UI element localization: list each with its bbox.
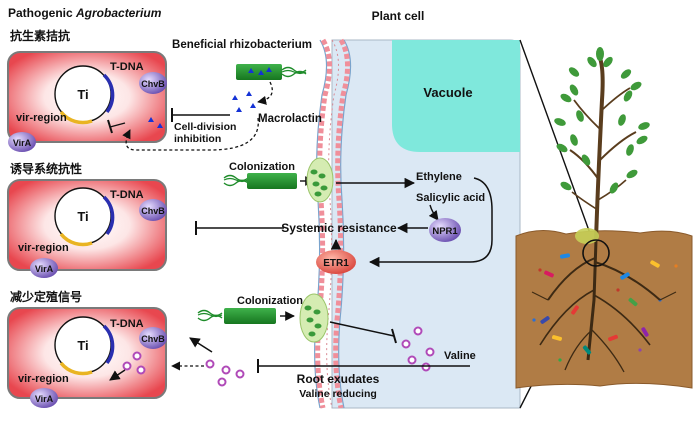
svg-text:VirA: VirA <box>35 264 54 274</box>
salicylic-label: Salicylic acid <box>416 192 485 204</box>
ethylene-etr1-arrow <box>368 177 493 268</box>
vira-protein-1 <box>8 132 36 152</box>
svg-text:VirA: VirA <box>13 138 32 148</box>
macrolactin-entry-arrow <box>122 117 259 151</box>
vacuole: Vacuole <box>392 40 520 152</box>
right-title: Plant cell <box>372 9 425 23</box>
svg-text:Ti: Ti <box>77 87 88 102</box>
tdna-segment-1 <box>102 73 115 114</box>
chvb-protein-1 <box>139 72 167 94</box>
soil-block <box>515 230 693 389</box>
colonization-site-2 <box>299 293 329 343</box>
valine-molecule <box>136 365 146 375</box>
chvb-protein-3 <box>139 327 167 349</box>
valine-molecule <box>122 361 132 371</box>
valine-label: Valine <box>444 350 476 362</box>
agrobacterium-cell-3: Ti T-DNA vir-region ChvB VirA <box>7 307 167 408</box>
panel-heading-3: 减少定殖信号 <box>10 289 82 304</box>
svg-text:vir-region: vir-region <box>18 373 69 385</box>
vacuole-label: Vacuole <box>423 85 472 100</box>
rhizobacterium-2 <box>223 173 297 189</box>
svg-text:Ti: Ti <box>77 338 88 353</box>
colonization-label-2: Colonization <box>237 295 303 307</box>
colonization-site-1 <box>306 157 334 203</box>
vir-segment-2 <box>59 232 93 247</box>
svg-text:T-DNA: T-DNA <box>110 318 144 330</box>
svg-text:T-DNA: T-DNA <box>110 61 144 73</box>
macrolactin-molecules <box>148 91 256 128</box>
svg-text:NPR1: NPR1 <box>432 226 458 237</box>
left-title: Pathogenic Agrobacterium <box>8 6 162 20</box>
etr1-receptor <box>316 250 356 274</box>
npr1-protein <box>429 218 461 242</box>
vira-protein-3 <box>30 388 58 408</box>
svg-text:vir-region: vir-region <box>18 242 69 254</box>
panel-heading-2: 诱导系统抗性 <box>10 161 82 176</box>
rhizobacterium-3 <box>197 308 276 324</box>
zoom-circle <box>582 239 610 267</box>
svg-text:ETR1: ETR1 <box>323 258 349 269</box>
svg-text:ChvB: ChvB <box>141 334 165 344</box>
beneficial-label: Beneficial rhizobacterium <box>172 39 312 51</box>
vira-protein-2 <box>30 258 58 278</box>
rhizobacterium-1 <box>236 64 307 80</box>
svg-text:ChvB: ChvB <box>141 206 165 216</box>
plant-leaves <box>554 47 650 194</box>
chvb-protein-2 <box>139 199 167 221</box>
soil-bacteria <box>540 253 660 355</box>
celldiv-label-2: inhibition <box>174 133 221 145</box>
macrolactin-label: Macrolactin <box>258 113 322 125</box>
panel-heading-1: 抗生素拮抗 <box>10 28 70 43</box>
agrobacterium-cell-1: Ti T-DNA vir-region ChvB VirA <box>7 51 167 152</box>
svg-text:T-DNA: T-DNA <box>110 189 144 201</box>
systemic-resistance-label: Systemic resistance <box>281 221 397 235</box>
valine-reducing-label: Valine reducing <box>299 388 377 400</box>
svg-text:ChvB: ChvB <box>141 79 165 89</box>
root-colonization-blob <box>575 228 599 244</box>
valine-molecule <box>132 351 142 361</box>
tdna-segment-2 <box>102 195 115 236</box>
inhibition-line-3 <box>329 321 395 337</box>
svg-text:VirA: VirA <box>35 394 54 404</box>
svg-text:vir-region: vir-region <box>16 112 67 124</box>
vir-segment-3 <box>59 361 93 376</box>
colonization-label-1: Colonization <box>229 161 295 173</box>
valine-molecules-soil <box>205 359 245 387</box>
plant-shoot <box>569 57 637 241</box>
root-exudates-label: Root exudates <box>297 372 380 386</box>
ethylene-label: Ethylene <box>416 171 462 183</box>
tdna-segment-3 <box>102 324 115 365</box>
agrobacterium-cell-2: Ti T-DNA vir-region ChvB VirA <box>7 179 167 278</box>
vir-segment-1 <box>59 110 93 125</box>
celldiv-label-1: Cell-division <box>174 121 236 133</box>
svg-text:Ti: Ti <box>77 209 88 224</box>
secretion-arrow <box>257 81 273 105</box>
